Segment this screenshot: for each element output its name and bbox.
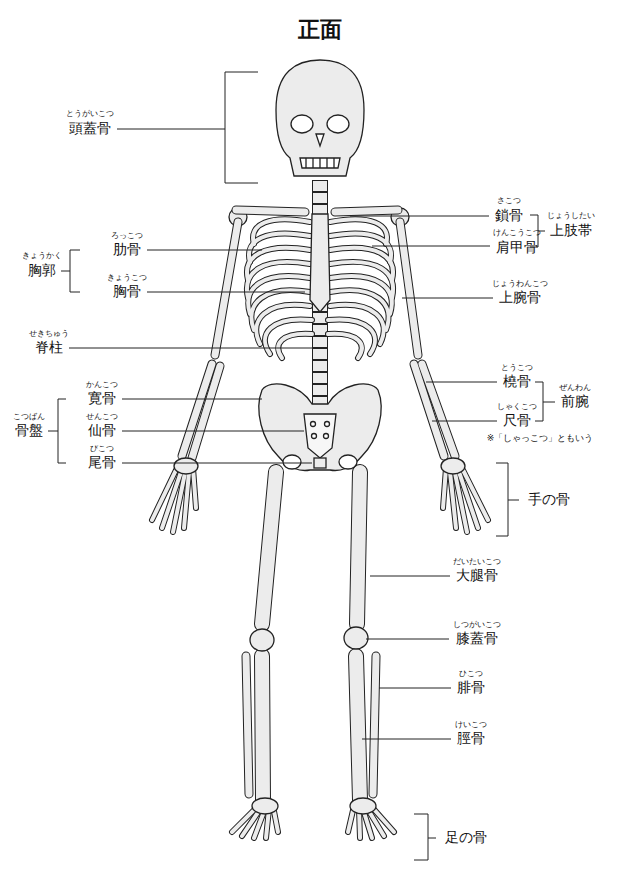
bone-label: 尾骨 <box>88 455 116 470</box>
bone-label: 胸骨 <box>113 284 141 299</box>
furigana: けいこつ <box>455 721 487 730</box>
furigana: きょうかく <box>22 252 62 261</box>
furigana: きょうこつ <box>107 274 147 283</box>
bone-label: 肋骨 <box>113 242 141 257</box>
bone-label: 骨盤 <box>15 423 43 438</box>
bone-label: 頭蓋骨 <box>69 121 111 136</box>
bone-label: 手の骨 <box>528 492 570 507</box>
furigana: しつがいこつ <box>453 621 501 630</box>
diagram-title: 正面 <box>298 15 342 45</box>
furigana: とうこつ <box>501 364 533 373</box>
bone-label: 肩甲骨 <box>496 240 538 255</box>
bone-label: 大腿骨 <box>456 568 498 583</box>
furigana: こつばん <box>13 413 45 422</box>
furigana: かんこつ <box>86 381 118 390</box>
furigana: じょうわんこつ <box>492 280 548 289</box>
bone-label: 寛骨 <box>88 391 116 406</box>
bone-label: 橈骨 <box>503 374 531 389</box>
furigana: だいたいこつ <box>453 558 501 567</box>
bone-label: 前腕 <box>561 394 589 409</box>
bone-label: 尺骨 <box>503 413 531 428</box>
furigana: さこつ <box>497 197 521 206</box>
note-text: ※「しゃっこつ」ともいう <box>487 434 594 444</box>
bone-label: 膝蓋骨 <box>456 631 498 646</box>
furigana: せきちゅう <box>29 330 69 339</box>
furigana: びこつ <box>90 445 114 454</box>
furigana: ぜんわん <box>559 384 591 393</box>
furigana: ひこつ <box>459 670 483 679</box>
bone-label: 胸郭 <box>28 263 56 278</box>
furigana: しゃくこつ <box>497 403 537 412</box>
leader-lines <box>48 72 555 860</box>
furigana: けんこうこつ <box>493 229 541 238</box>
furigana: せんこつ <box>86 413 118 422</box>
furigana: とうがいこつ <box>66 110 114 119</box>
bone-label: 鎖骨 <box>495 208 523 223</box>
furigana: じょうしたい <box>547 212 595 221</box>
furigana: ろっこつ <box>111 232 143 241</box>
bone-label: 仙骨 <box>88 423 116 438</box>
bone-label: 上腕骨 <box>499 290 541 305</box>
bone-label: 脊柱 <box>35 340 63 355</box>
bone-label: 脛骨 <box>457 731 485 746</box>
bone-label: 上肢帯 <box>550 223 592 238</box>
bone-label: 足の骨 <box>445 830 487 845</box>
bone-label: 腓骨 <box>457 680 485 695</box>
